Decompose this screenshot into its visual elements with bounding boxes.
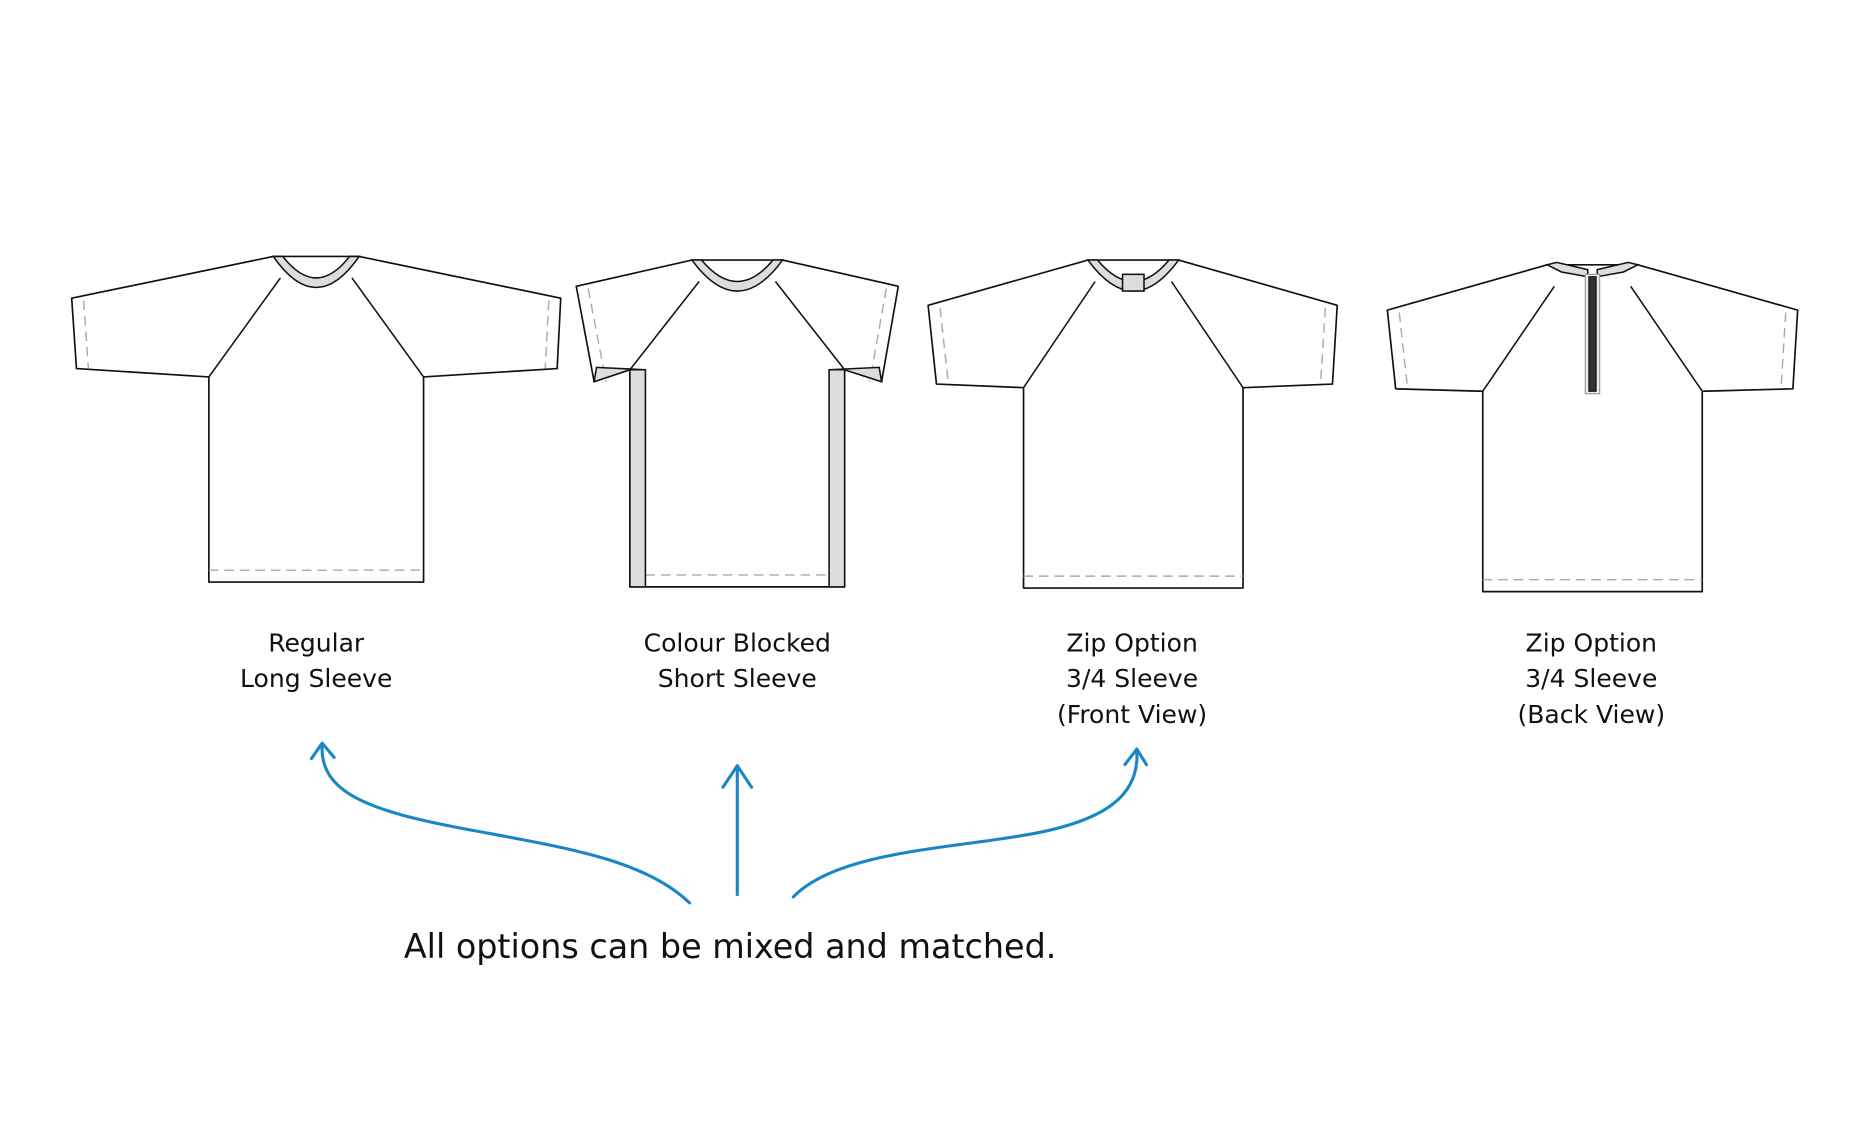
- cuff-stitching: [82, 300, 90, 369]
- arrow-left-curved: [320, 743, 692, 905]
- shirt-outline: [927, 259, 1339, 589]
- label-line: Long Sleeve: [240, 664, 392, 693]
- label-colour-blocked: Colour Blocked Short Sleeve: [644, 628, 831, 693]
- arrowhead-left: [309, 741, 336, 761]
- neckband: [690, 259, 785, 292]
- neckband: [1544, 261, 1589, 278]
- garment-colour-blocked: [575, 259, 900, 588]
- cuff-stitching: [1780, 312, 1787, 389]
- neckband: [271, 255, 361, 289]
- label-line: (Back View): [1517, 700, 1665, 729]
- cuff-band: [593, 366, 646, 383]
- label-zip-back: Zip Option 3/4 Sleeve (Back View): [1517, 628, 1665, 729]
- label-line: 3/4 Sleeve: [1066, 664, 1198, 693]
- zip-pull-tab: [1121, 273, 1145, 292]
- caption: All options can be mixed and matched.: [404, 927, 1057, 966]
- label-line: 3/4 Sleeve: [1525, 664, 1657, 693]
- label-line: Zip Option: [1066, 628, 1198, 657]
- cuff-stitching: [868, 288, 888, 382]
- arrowhead-right: [1123, 747, 1148, 767]
- garment-zip-back: [1386, 261, 1799, 593]
- cuff-stitching: [939, 307, 950, 385]
- label-regular: Regular Long Sleeve: [240, 628, 392, 693]
- raglan-seam: [774, 281, 846, 371]
- raglan-seam: [1022, 281, 1096, 389]
- zipper-icon: [1588, 276, 1597, 392]
- neckband: [1086, 259, 1181, 292]
- arrows: [309, 741, 1148, 905]
- garment-zip-front: [927, 259, 1339, 589]
- label-line: Regular: [268, 628, 365, 657]
- raglan-seam: [629, 281, 700, 371]
- raglan-seam: [1482, 285, 1555, 392]
- cuff-stitching: [544, 300, 550, 369]
- arrowhead-center: [721, 764, 754, 789]
- label-line: (Front View): [1057, 700, 1207, 729]
- label-line: Short Sleeve: [658, 664, 817, 693]
- label-line: Zip Option: [1526, 628, 1658, 657]
- shirt-outline: [1386, 263, 1799, 593]
- raglan-seam: [1170, 281, 1244, 389]
- side-panel: [828, 368, 846, 588]
- label-line: Colour Blocked: [644, 628, 831, 657]
- cuff-stitching: [1398, 312, 1409, 389]
- arrow-right-curved: [791, 749, 1139, 899]
- cuff-stitching: [1319, 307, 1327, 385]
- shirt-outline: [575, 259, 900, 588]
- neckband: [1596, 261, 1641, 278]
- label-zip-front: Zip Option 3/4 Sleeve (Front View): [1057, 628, 1207, 729]
- shirt-outline: [70, 255, 562, 583]
- raglan-seam: [208, 277, 282, 378]
- cuff-band: [829, 366, 883, 383]
- garment-regular: [70, 255, 562, 583]
- raglan-seam: [1630, 285, 1703, 392]
- raglan-seam: [351, 277, 425, 378]
- cuff-stitching: [587, 288, 607, 382]
- side-panel: [629, 368, 647, 588]
